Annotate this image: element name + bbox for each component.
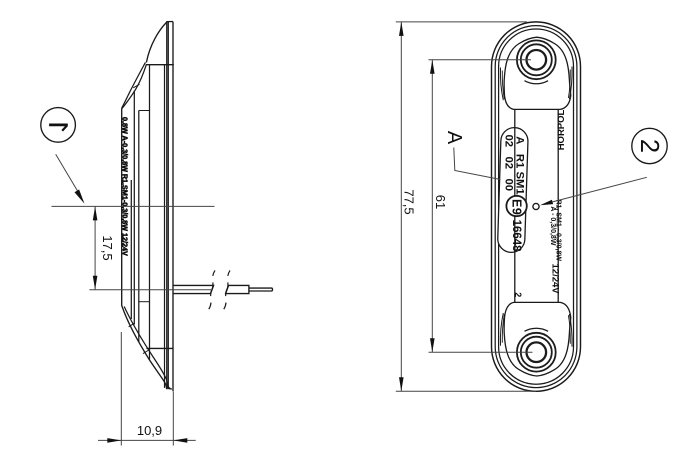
svg-text:A - 0,3/0,8W: A - 0,3/0,8W xyxy=(549,206,556,245)
svg-text:R1, SM1 - 0,3/0,8W: R1, SM1 - 0,3/0,8W xyxy=(555,200,562,262)
svg-text:61: 61 xyxy=(433,195,448,209)
svg-text:17,5: 17,5 xyxy=(100,235,115,260)
svg-text:77,5: 77,5 xyxy=(401,189,416,214)
svg-text:16648: 16648 xyxy=(510,220,522,253)
svg-text:A R1 SM1: A R1 SM1 xyxy=(514,136,526,194)
svg-text:A: A xyxy=(443,131,465,145)
svg-text:E9: E9 xyxy=(509,199,523,215)
svg-text:2: 2 xyxy=(513,292,523,297)
svg-text:0,8W A-0,3/0,8W R1,SM1-0,3/0,8: 0,8W A-0,3/0,8W R1,SM1-0,3/0,8W 12/24V xyxy=(120,117,129,256)
svg-text:2: 2 xyxy=(635,139,663,153)
svg-text:12/24V: 12/24V xyxy=(550,264,561,295)
svg-text:HORPOL: HORPOL xyxy=(556,109,567,150)
svg-text:10,9: 10,9 xyxy=(137,423,162,438)
svg-text:02 02 00: 02 02 00 xyxy=(502,135,514,192)
